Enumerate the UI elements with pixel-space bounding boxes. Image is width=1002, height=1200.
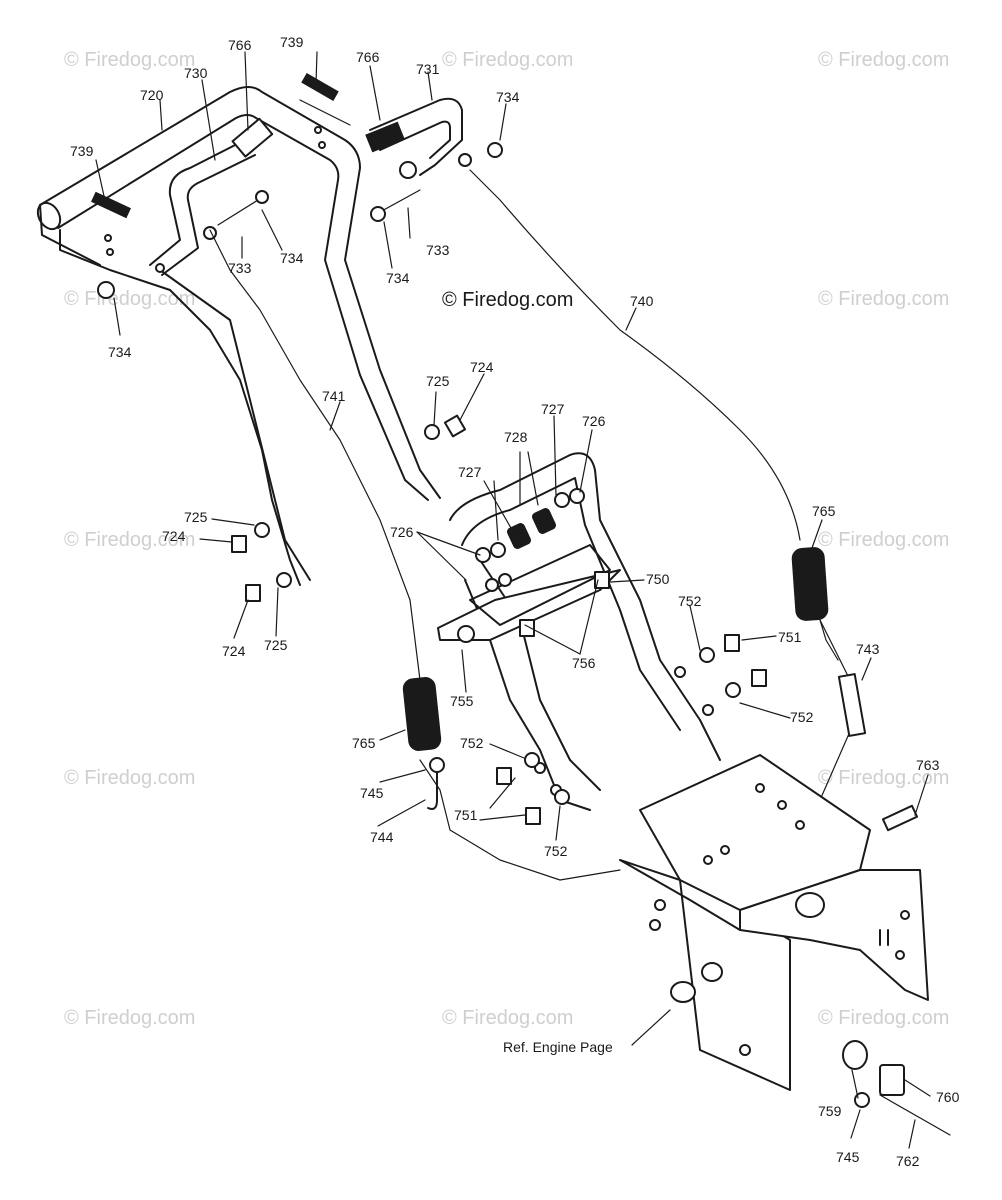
part-label: 752 bbox=[460, 735, 484, 751]
leader-lines bbox=[95, 51, 931, 1149]
watermark: © Firedog.com bbox=[442, 49, 573, 71]
part-label: 720 bbox=[140, 87, 164, 103]
part-label: 755 bbox=[450, 693, 474, 709]
watermark: © Firedog.com bbox=[818, 529, 949, 551]
watermark: © Firedog.com bbox=[64, 288, 195, 310]
part-label: 739 bbox=[280, 34, 304, 50]
watermark: © Firedog.com bbox=[64, 529, 195, 551]
part-label: 734 bbox=[108, 344, 132, 360]
decal-739-left bbox=[91, 191, 131, 219]
part-labels: 720 730 766 739 766 731 734 739 734 733 … bbox=[70, 34, 960, 1169]
part-label: 727 bbox=[458, 464, 482, 480]
part-label: 762 bbox=[896, 1153, 920, 1169]
part-label: 740 bbox=[630, 293, 654, 309]
spring-765-left bbox=[402, 677, 445, 810]
transmission-housing bbox=[619, 754, 929, 1091]
part-label: 727 bbox=[541, 401, 565, 417]
part-label: 734 bbox=[386, 270, 410, 286]
bolt-763 bbox=[881, 804, 919, 832]
part-label: 726 bbox=[582, 413, 606, 429]
watermark: © Firedog.com bbox=[64, 49, 195, 71]
fasteners bbox=[231, 414, 767, 825]
part-label: 741 bbox=[322, 388, 346, 404]
part-label: 766 bbox=[228, 37, 252, 53]
part-label: 745 bbox=[836, 1149, 860, 1165]
part-label: 750 bbox=[646, 571, 670, 587]
part-label: 739 bbox=[70, 143, 94, 159]
part-label: 728 bbox=[504, 429, 528, 445]
part-label: 766 bbox=[356, 49, 380, 65]
spring-assembly bbox=[475, 488, 585, 592]
part-label: 733 bbox=[228, 260, 252, 276]
adjuster-743 bbox=[837, 673, 867, 737]
part-label: 765 bbox=[812, 503, 836, 519]
part-label: 743 bbox=[856, 641, 880, 657]
center-watermark: © Firedog.com bbox=[442, 289, 573, 311]
part-label: 726 bbox=[390, 524, 414, 540]
part-label: 734 bbox=[496, 89, 520, 105]
part-label: 745 bbox=[360, 785, 384, 801]
watermark-layer: © Firedog.com © Firedog.com © Firedog.co… bbox=[64, 49, 949, 1029]
part-label: 730 bbox=[184, 65, 208, 81]
lower-handle-frame bbox=[437, 452, 721, 811]
part-label: 724 bbox=[162, 528, 186, 544]
lever-731 bbox=[365, 97, 472, 179]
part-label: 751 bbox=[454, 807, 478, 823]
part-label: 760 bbox=[936, 1089, 960, 1105]
upper-handle bbox=[36, 86, 441, 586]
watermark: © Firedog.com bbox=[818, 767, 949, 789]
part-label: 752 bbox=[544, 843, 568, 859]
part-label: 725 bbox=[426, 373, 450, 389]
part-label: 724 bbox=[222, 643, 246, 659]
part-label: 725 bbox=[184, 509, 208, 525]
part-label: 731 bbox=[416, 61, 440, 77]
watermark: © Firedog.com bbox=[818, 49, 949, 71]
part-label: 759 bbox=[818, 1103, 842, 1119]
part-label: 734 bbox=[280, 250, 304, 266]
part-label: 724 bbox=[470, 359, 494, 375]
spring-765-right bbox=[791, 547, 839, 661]
ref-engine-page-label: Ref. Engine Page bbox=[503, 1039, 613, 1055]
decal-739-right bbox=[301, 72, 339, 102]
part-label: 744 bbox=[370, 829, 394, 845]
part-label: 733 bbox=[426, 242, 450, 258]
part-label: 765 bbox=[352, 735, 376, 751]
part-label: 725 bbox=[264, 637, 288, 653]
watermark: © Firedog.com bbox=[818, 1007, 949, 1029]
part-label: 751 bbox=[778, 629, 802, 645]
lever-730 bbox=[149, 117, 274, 276]
clutch-assembly bbox=[842, 1040, 951, 1136]
part-label: 752 bbox=[790, 709, 814, 725]
part-label: 756 bbox=[572, 655, 596, 671]
watermark: © Firedog.com bbox=[442, 1007, 573, 1029]
watermark: © Firedog.com bbox=[818, 288, 949, 310]
part-label: 752 bbox=[678, 593, 702, 609]
watermark: © Firedog.com bbox=[64, 767, 195, 789]
watermark: © Firedog.com bbox=[64, 1007, 195, 1029]
pins-733 bbox=[97, 142, 503, 299]
part-label: 763 bbox=[916, 757, 940, 773]
